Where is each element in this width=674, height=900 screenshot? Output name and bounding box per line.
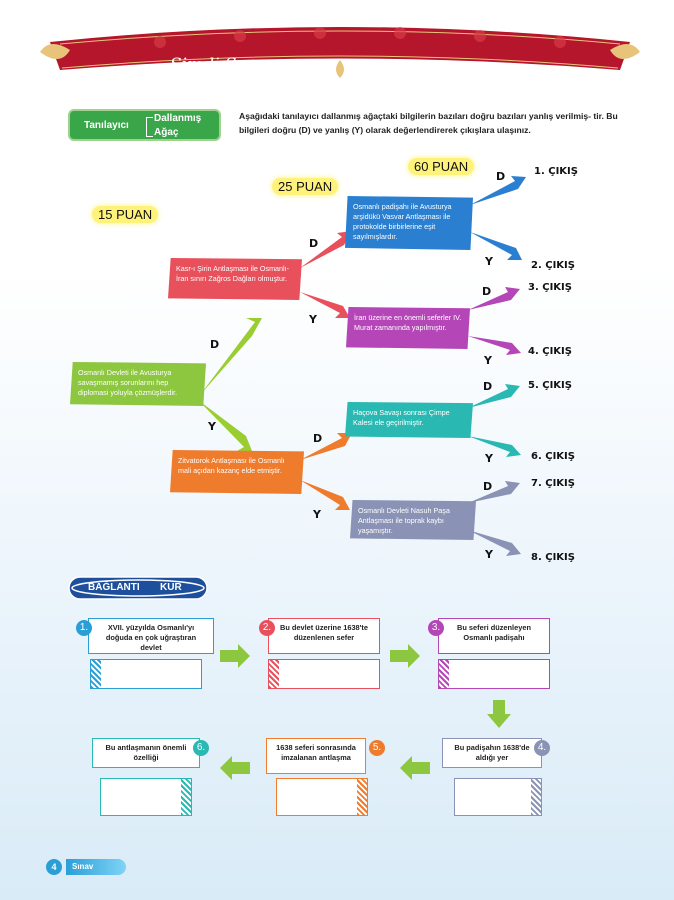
- arrow-vasvar-y: [470, 232, 522, 260]
- baglanti-kur-badge: BAĞLANTI KUR: [68, 576, 208, 600]
- label-d-zitva: D: [313, 432, 323, 445]
- label-d-root: D: [210, 338, 220, 351]
- statement-hacova: Haçova Savaşı sonrası Çimpe Kalesi ele g…: [345, 402, 473, 438]
- exit-7: 7. ÇIKIŞ: [531, 478, 575, 489]
- arrow-root-y: [198, 400, 252, 451]
- label-y-kasr: Y: [309, 313, 317, 326]
- answer-3-box[interactable]: [438, 659, 550, 689]
- arrow-root-d: [200, 318, 262, 395]
- flow-arrows: [220, 644, 511, 780]
- baglanti-label: BAĞLANTI: [88, 582, 140, 593]
- question-3-card: Bu seferi düzenleyen Osmanlı padişahı: [438, 618, 550, 654]
- exit-1: 1. ÇIKIŞ: [534, 166, 578, 177]
- label-d-kasr: D: [309, 237, 319, 250]
- instructions-text: Aşağıdaki tanılayıcı dallanmış ağaçtaki …: [239, 111, 618, 135]
- label-y-zitva: Y: [313, 508, 321, 521]
- arrow-kasr-d: [300, 231, 352, 268]
- statement-vasvar: Osmanlı padişahı ile Avusturya arşidükü …: [345, 196, 473, 250]
- diagnostic-tree-tag: Tanılayıcı Dallanmış Ağaç: [68, 109, 221, 141]
- question-2-number: 2.: [259, 620, 275, 636]
- header-banner: [40, 27, 640, 78]
- arrow-hacova-d: [468, 384, 520, 408]
- label-y-root: Y: [208, 420, 216, 433]
- answer-5-hatch: [357, 779, 367, 815]
- tree-arrows: [198, 176, 526, 556]
- points-15: 15 PUAN: [92, 206, 159, 223]
- question-1-card: XVII. yüzyılda Osmanlı'yı doğuda en çok …: [88, 618, 214, 654]
- flow-arrow-5-6: [220, 756, 250, 780]
- label-d-hacova: D: [483, 380, 493, 393]
- answer-5-box[interactable]: [276, 778, 368, 816]
- arrow-kasr-y: [300, 292, 350, 318]
- label-y-iran: Y: [484, 354, 492, 367]
- points-60: 60 PUAN: [408, 158, 475, 175]
- statement-zitva: Zitvatorok Antlaşması ile Osmanlı mali a…: [170, 450, 304, 494]
- flow-arrow-2-3: [390, 644, 420, 668]
- question-5-number: 5.: [369, 740, 385, 756]
- page-title: Şimdi Sen: [170, 55, 258, 75]
- page-number: 4: [46, 859, 62, 875]
- statement-nasuh: Osmanlı Devleti Nasuh Paşa Antlaşması il…: [350, 500, 476, 540]
- question-5-card: 1638 seferi sonrasında imzalanan antlaşm…: [266, 738, 366, 774]
- points-25: 25 PUAN: [272, 178, 339, 195]
- exit-2: 2. ÇIKIŞ: [531, 260, 575, 271]
- answer-6-box[interactable]: [100, 778, 192, 816]
- answer-2-hatch: [269, 660, 279, 688]
- label-d-iran: D: [482, 285, 492, 298]
- label-d-nasuh: D: [483, 480, 493, 493]
- question-6-number: 6.: [193, 740, 209, 756]
- statement-kasr: Kasr-ı Şirin Antlaşması ile Osmanlı-İran…: [168, 258, 302, 300]
- arrow-iran-d: [468, 287, 520, 310]
- answer-4-box[interactable]: [454, 778, 542, 816]
- arrow-zitva-d: [300, 433, 352, 460]
- kur-label: KUR: [160, 582, 182, 593]
- question-3-number: 3.: [428, 620, 444, 636]
- statement-root: Osmanlı Devleti ile Avusturya savaşmamış…: [70, 362, 206, 406]
- arrow-vasvar-d: [470, 176, 526, 205]
- label-d-vasvar: D: [496, 170, 506, 183]
- label-y-nasuh: Y: [485, 548, 493, 561]
- question-4-card: Bu padişahın 1638'de aldığı yer: [442, 738, 542, 768]
- arrow-nasuh-d: [468, 481, 520, 503]
- arrow-zitva-y: [300, 480, 350, 510]
- tag-bracket: [146, 117, 153, 137]
- question-1-number: 1.: [76, 620, 92, 636]
- statement-iran: İran üzerine en önemli seferler IV. Mura…: [346, 307, 470, 349]
- arrow-hacova-y: [468, 436, 521, 457]
- flow-arrow-1-2: [220, 644, 250, 668]
- answer-2-box[interactable]: [268, 659, 380, 689]
- brand-logo: [66, 859, 126, 875]
- label-y-hacova: Y: [485, 452, 493, 465]
- answer-1-hatch: [91, 660, 101, 688]
- answer-3-hatch: [439, 660, 449, 688]
- chain-icon: [68, 576, 208, 600]
- question-4-number: 4.: [534, 740, 550, 756]
- brand-name: Sınav: [72, 862, 94, 871]
- answer-6-hatch: [181, 779, 191, 815]
- question-2-card: Bu devlet üzerine 1638'te düzenlenen sef…: [268, 618, 380, 654]
- exit-6: 6. ÇIKIŞ: [531, 451, 575, 462]
- answer-1-box[interactable]: [90, 659, 202, 689]
- exit-3: 3. ÇIKIŞ: [528, 282, 572, 293]
- tag-left-label: Tanılayıcı: [84, 120, 129, 131]
- label-y-vasvar: Y: [485, 255, 493, 268]
- arrow-nasuh-y: [468, 530, 521, 556]
- answer-4-hatch: [531, 779, 541, 815]
- flow-arrow-4-5: [400, 756, 430, 780]
- exit-4: 4. ÇIKIŞ: [528, 346, 572, 357]
- tag-right-label-1: Dallanmış: [154, 113, 202, 124]
- arrow-iran-y: [468, 336, 521, 355]
- exit-5: 5. ÇIKIŞ: [528, 380, 572, 391]
- tag-right-label-2: Ağaç: [154, 127, 179, 138]
- question-6-card: Bu antlaşmanın önemli özelliği: [92, 738, 200, 768]
- exit-8: 8. ÇIKIŞ: [531, 552, 575, 563]
- flow-arrow-3-4: [487, 700, 511, 728]
